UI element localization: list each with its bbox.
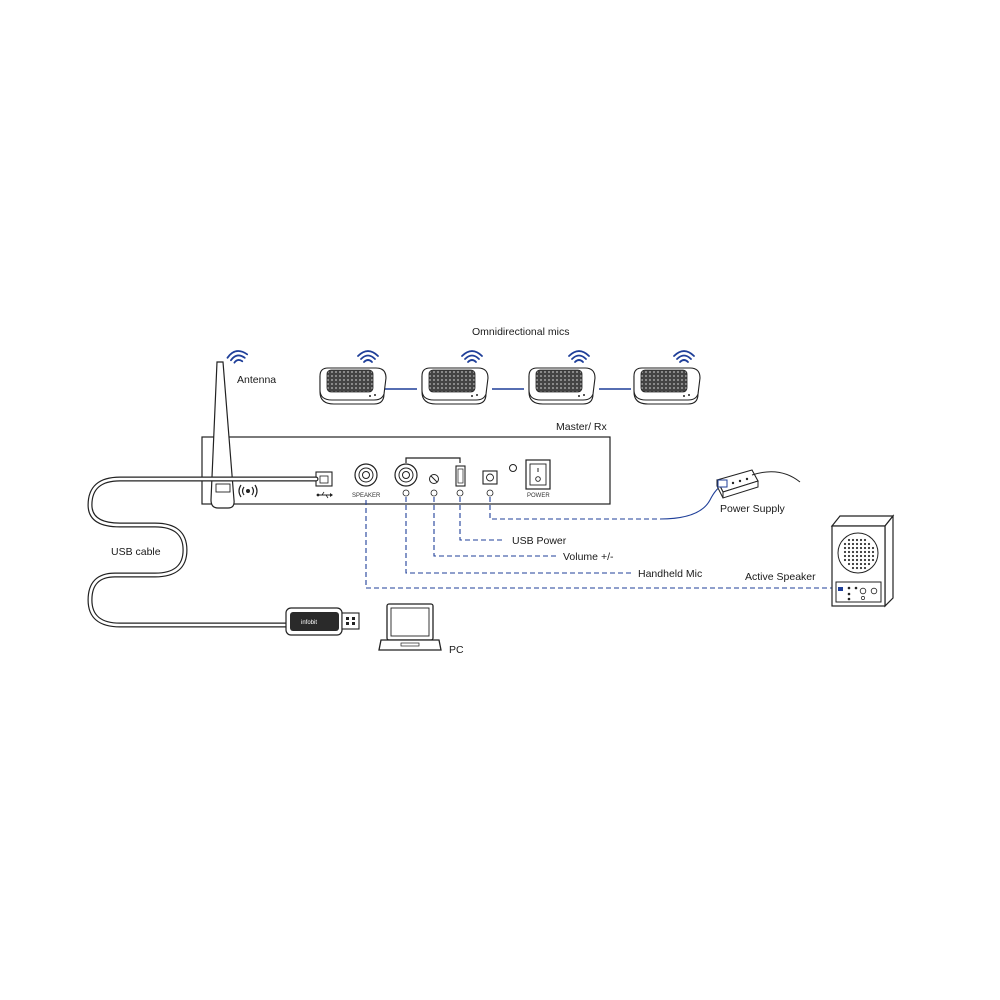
volume-knob (429, 474, 439, 497)
grille-dot (855, 550, 859, 554)
handheld-mic-jack (394, 463, 418, 497)
speaker-line (365, 500, 836, 589)
grille-dot (855, 566, 859, 570)
active-speaker (830, 514, 895, 608)
omni-mic-4 (633, 350, 701, 405)
port-group-bracket (405, 457, 461, 463)
grille-dot (871, 558, 875, 562)
grille-dot (867, 558, 871, 562)
grille-dot (867, 542, 871, 546)
usb-power-line (459, 497, 505, 541)
grille-dot (867, 554, 871, 558)
grille-dot (847, 558, 851, 562)
wireless-wave-icon (461, 350, 483, 363)
wireless-signal-icon (238, 484, 258, 498)
omni-mic-2 (421, 350, 489, 405)
power-supply-label: Power Supply (720, 503, 786, 515)
grille-dot (843, 542, 847, 546)
grille-dot (851, 542, 855, 546)
grille-dot (851, 546, 855, 550)
omni-mic-3 (528, 350, 596, 405)
grille-dot (863, 538, 867, 542)
grille-dot (855, 562, 859, 566)
grille-dot (867, 550, 871, 554)
grille-dot (859, 542, 863, 546)
speaker-jack (354, 463, 378, 487)
grille-dot (863, 550, 867, 554)
grille-dot (855, 546, 859, 550)
grille-dot (847, 562, 851, 566)
wireless-wave-icon (226, 350, 249, 364)
grille-dot (871, 546, 875, 550)
grille-dot (843, 558, 847, 562)
grille-dot (847, 538, 851, 542)
grille-dot (847, 542, 851, 546)
speaker-grille-icon (837, 532, 879, 574)
speaker-port-label: SPEAKER (352, 493, 381, 499)
grille-dot (847, 554, 851, 558)
grille-dot (859, 558, 863, 562)
grille-dot (855, 542, 859, 546)
grille-dot (855, 538, 859, 542)
wireless-wave-icon (673, 350, 695, 363)
grille-dot (843, 554, 847, 558)
grille-dot (863, 558, 867, 562)
grille-dot (863, 562, 867, 566)
grille-dot (863, 554, 867, 558)
usb-cable-label: USB cable (111, 546, 161, 558)
power-switch (525, 459, 551, 490)
usb-power-label: USB Power (512, 535, 567, 547)
laptop-icon (378, 603, 442, 651)
grille-dot (847, 546, 851, 550)
handheld-mic-label: Handheld Mic (638, 568, 702, 580)
grille-dot (859, 538, 863, 542)
usb-brand-label: infobit (301, 620, 317, 626)
speaker-grille-dots (843, 538, 875, 570)
power-cord (659, 483, 725, 520)
grille-dot (843, 550, 847, 554)
power-strip-icon (716, 469, 801, 499)
grille-dot (851, 566, 855, 570)
omni-mic-1 (319, 350, 387, 405)
grille-dot (855, 558, 859, 562)
grille-dot (871, 550, 875, 554)
grille-dot (851, 538, 855, 542)
grille-dot (855, 554, 859, 558)
grille-dot (859, 554, 863, 558)
pc-label: PC (449, 644, 464, 656)
antenna (210, 350, 249, 509)
power-switch-label: POWER (527, 493, 550, 499)
grille-dot (851, 550, 855, 554)
grille-dot (859, 546, 863, 550)
volume-label: Volume +/- (563, 551, 614, 563)
wireless-wave-icon (568, 350, 590, 363)
usb-a-port (455, 465, 466, 497)
grille-dot (859, 562, 863, 566)
grille-dot (867, 546, 871, 550)
master-label: Master/ Rx (556, 421, 608, 433)
status-led (509, 464, 517, 472)
grille-dot (859, 566, 863, 570)
grille-dot (863, 566, 867, 570)
grille-dot (863, 546, 867, 550)
grille-dot (867, 562, 871, 566)
grille-dot (847, 550, 851, 554)
dc-power-jack (482, 470, 498, 497)
grille-dot (851, 562, 855, 566)
usb-symbol-icon (316, 491, 333, 499)
wireless-wave-icon (357, 350, 379, 363)
volume-line (433, 497, 557, 557)
grille-dot (871, 554, 875, 558)
grille-dot (851, 554, 855, 558)
usb-plug (285, 607, 360, 636)
grille-dot (863, 542, 867, 546)
grille-dot (843, 546, 847, 550)
mics-label: Omnidirectional mics (472, 326, 569, 338)
grille-dot (859, 550, 863, 554)
handheld-mic-line (405, 497, 632, 574)
grille-dot (851, 558, 855, 562)
antenna-label: Antenna (237, 374, 276, 386)
active-speaker-label: Active Speaker (745, 571, 816, 583)
